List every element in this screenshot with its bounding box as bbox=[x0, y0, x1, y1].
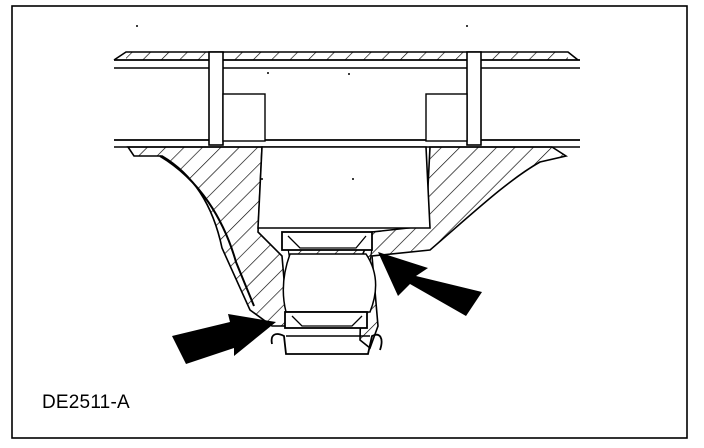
bearing-cup-lower bbox=[284, 311, 368, 329]
scan-dots bbox=[136, 25, 468, 180]
figure-label: DE2511-A bbox=[42, 392, 130, 413]
hub-block-right bbox=[425, 93, 468, 142]
hub-block-left bbox=[222, 93, 266, 142]
central-bore bbox=[257, 146, 431, 229]
upper-plate bbox=[113, 51, 580, 148]
bolt-left bbox=[208, 51, 224, 146]
figure-border bbox=[11, 5, 688, 439]
bottom-flange bbox=[270, 333, 383, 355]
bolt-right bbox=[466, 51, 482, 146]
bearing-throat bbox=[282, 253, 377, 313]
arrow-icon bbox=[378, 252, 482, 316]
arrow-icon bbox=[172, 314, 276, 364]
bearing-cup-upper bbox=[281, 231, 373, 251]
